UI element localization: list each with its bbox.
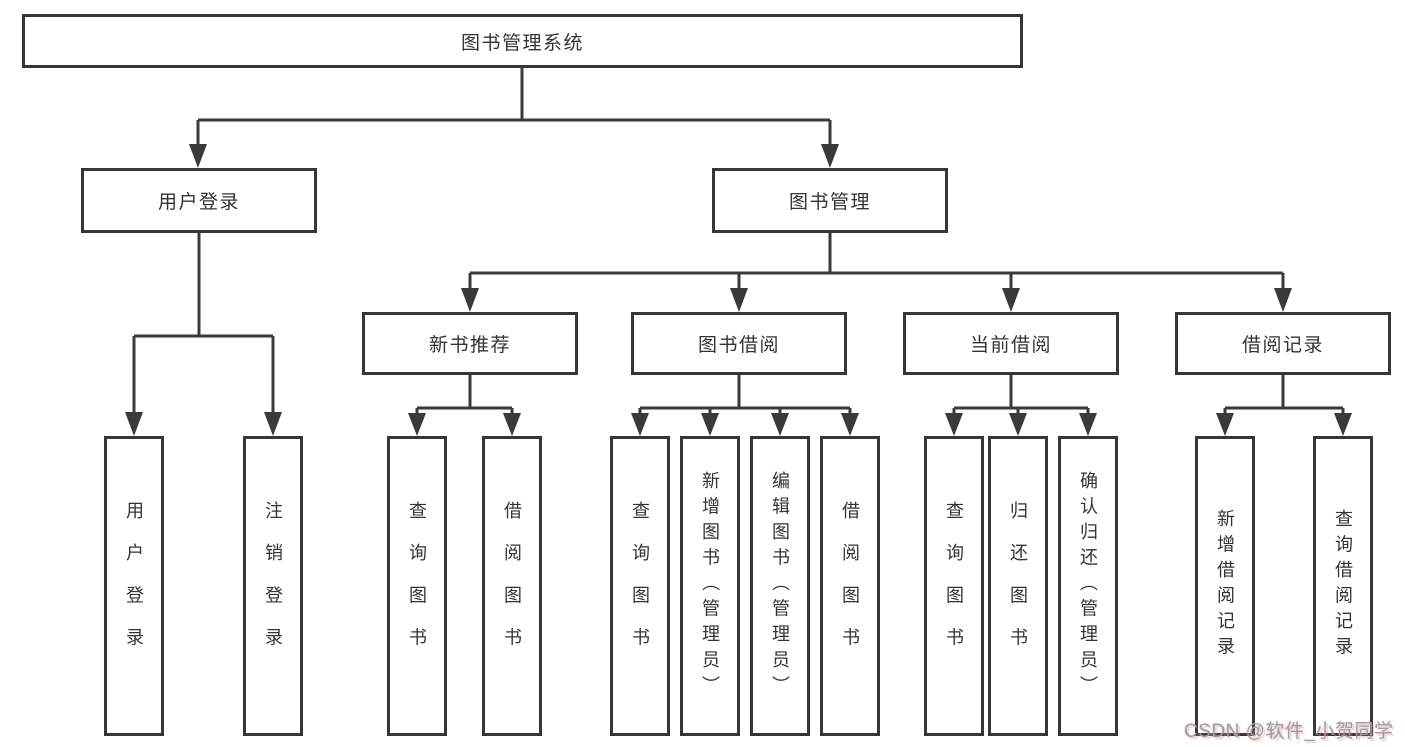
arrowheads-bookborrow-leaves	[631, 413, 859, 436]
node-current-borrow-label: 当前借阅	[969, 335, 1052, 356]
node-borrow-records-label: 借阅记录	[1241, 335, 1324, 356]
leaf-label: 查询图书	[944, 501, 964, 671]
node-leaf-add-book: 新增图书（管理员）	[680, 436, 740, 736]
node-user-login-label: 用户登录	[157, 192, 240, 213]
leaf-label: 编辑图书（管理员）	[770, 470, 790, 702]
node-root: 图书管理系统	[22, 14, 1023, 68]
leaf-label: 归还图书	[1008, 501, 1028, 671]
node-leaf-return-book: 归还图书	[988, 436, 1048, 736]
node-leaf-query-books-1: 查询图书	[387, 436, 447, 736]
leaf-label: 查询图书	[630, 501, 650, 671]
node-leaf-logout: 注销登录	[243, 436, 303, 736]
node-root-label: 图书管理系统	[460, 32, 584, 54]
leaf-label: 注销登录	[263, 501, 283, 671]
node-book-borrow: 图书借阅	[631, 312, 847, 375]
arrowheads-newbookrec-leaves	[408, 413, 521, 436]
node-leaf-query-record: 查询借阅记录	[1313, 436, 1373, 736]
node-current-borrow: 当前借阅	[903, 312, 1119, 375]
leaf-label: 确认归还（管理员）	[1078, 470, 1098, 702]
leaf-label: 查询借阅记录	[1333, 509, 1353, 663]
node-book-borrow-label: 图书借阅	[697, 335, 780, 356]
arrowheads-level3	[461, 288, 1292, 312]
node-new-book-rec-label: 新书推荐	[428, 335, 511, 356]
node-leaf-query-books-2: 查询图书	[610, 436, 670, 736]
node-leaf-add-record: 新增借阅记录	[1195, 436, 1255, 736]
node-book-mgmt-label: 图书管理	[788, 192, 871, 213]
leaf-label: 借阅图书	[502, 501, 522, 671]
leaf-label: 查询图书	[407, 501, 427, 671]
leaf-label: 新增图书（管理员）	[700, 470, 720, 702]
node-leaf-borrow-books-1: 借阅图书	[482, 436, 542, 736]
csdn-watermark: CSDN @软件_小贺同学	[1184, 721, 1394, 742]
node-leaf-confirm-return: 确认归还（管理员）	[1058, 436, 1118, 736]
arrowheads-borrowrecords-leaves	[1216, 413, 1352, 436]
node-leaf-borrow-books-2: 借阅图书	[820, 436, 880, 736]
node-leaf-query-books-3: 查询图书	[924, 436, 984, 736]
arrowheads-userlogin-leaves	[125, 412, 282, 436]
arrowheads-currentborrow-leaves	[945, 413, 1097, 436]
node-borrow-records: 借阅记录	[1175, 312, 1391, 375]
node-leaf-user-login: 用户登录	[104, 436, 164, 736]
edge-borrowrecords-to-leaves	[1223, 375, 1345, 414]
leaf-label: 新增借阅记录	[1215, 509, 1235, 663]
node-book-mgmt: 图书管理	[712, 168, 948, 233]
node-new-book-rec: 新书推荐	[362, 312, 578, 375]
edge-userlogin-to-leaves	[132, 233, 275, 414]
edge-currentborrow-to-leaves	[952, 375, 1090, 414]
edge-root-to-level2	[196, 68, 832, 146]
node-leaf-edit-book: 编辑图书（管理员）	[750, 436, 810, 736]
edge-bookmgmt-to-level3	[468, 233, 1285, 290]
arrowheads-level2	[189, 144, 839, 168]
node-user-login: 用户登录	[81, 168, 317, 233]
leaf-label: 借阅图书	[840, 501, 860, 671]
leaf-label: 用户登录	[124, 501, 144, 671]
edge-newbookrec-to-leaves	[415, 375, 514, 414]
edge-bookborrow-to-leaves	[638, 375, 852, 414]
